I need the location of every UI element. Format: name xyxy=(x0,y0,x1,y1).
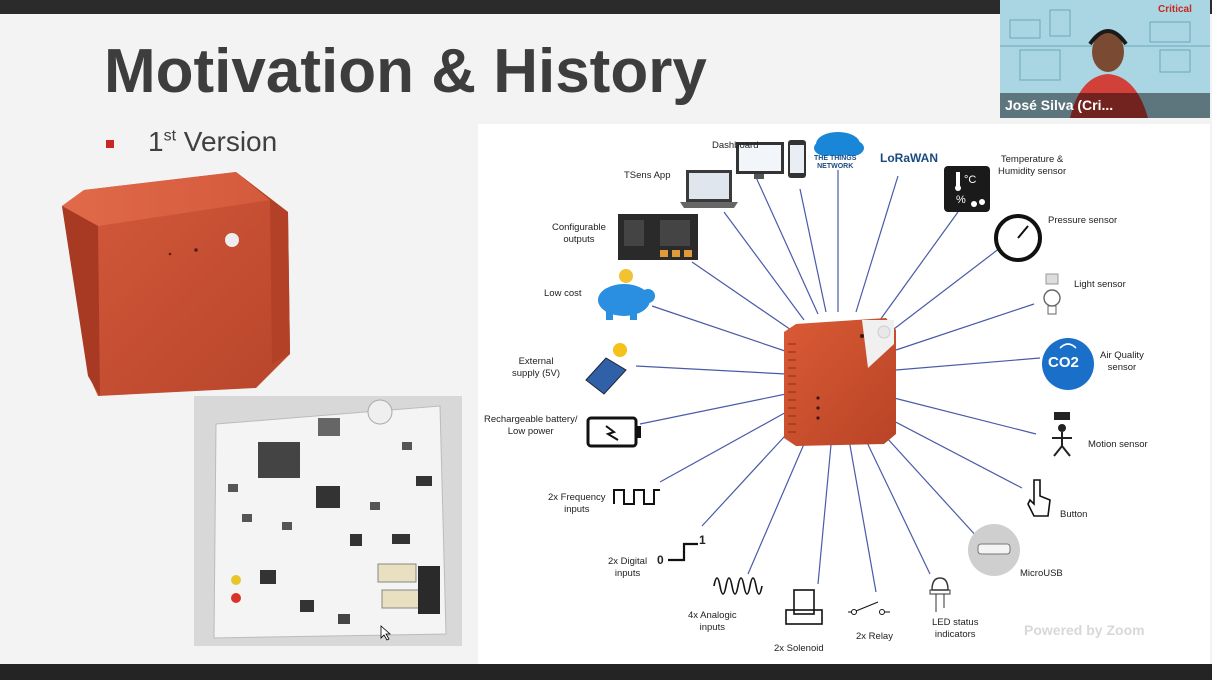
pcb-photo xyxy=(194,396,462,646)
label-external-line2: supply (5V) xyxy=(512,368,561,379)
digital-step-icon xyxy=(668,542,698,562)
label-digital-zero: 0 xyxy=(657,553,664,567)
solenoid-valve-icon xyxy=(785,589,823,625)
label-solenoid: 2x Solenoid xyxy=(774,643,824,654)
led-icon xyxy=(929,577,951,612)
label-the-things-line2: NETWORK xyxy=(817,163,854,170)
bullet-superscript: st xyxy=(163,127,177,145)
participant-name: José Silva (Cri... xyxy=(1005,97,1114,113)
dashboard-icon xyxy=(736,140,806,179)
label-temp-line2: Humidity sensor xyxy=(998,166,1067,177)
bullet-first-version: 1st Version xyxy=(148,126,277,158)
participant-video-tile[interactable] xyxy=(1000,0,1210,118)
relay-switch-icon xyxy=(848,601,890,615)
cloud-icon xyxy=(814,132,864,156)
configurable-outputs-icon xyxy=(618,214,698,260)
label-temperature-humidity: Temperature &Humidity sensor xyxy=(998,154,1066,178)
label-digital-one: 1 xyxy=(699,533,706,547)
light-bulb-icon xyxy=(1043,273,1061,315)
label-rechargeable-battery: Rechargeable battery/Low power xyxy=(484,414,577,438)
button-press-icon xyxy=(1027,479,1051,517)
label-led-line1: LED status xyxy=(932,617,979,628)
solar-panel-icon xyxy=(585,343,627,395)
label-tsens-app: TSens App xyxy=(624,170,671,181)
label-temp-glyph-pct: % xyxy=(956,194,966,206)
label-external-line1: External xyxy=(518,356,554,367)
brand-logo-text: Critical xyxy=(1158,4,1192,15)
label-microusb: MicroUSB xyxy=(1020,568,1063,579)
diagram-spokes xyxy=(635,163,1041,593)
label-co2: CO2 xyxy=(1048,354,1079,371)
battery-icon xyxy=(586,416,641,448)
feature-diagram xyxy=(585,132,1094,625)
bullet-number: 1 xyxy=(148,126,164,157)
label-temp-line1: Temperature & xyxy=(1000,154,1064,165)
label-lorawan: LoRaWAN xyxy=(880,151,938,165)
motion-sensor-icon xyxy=(1052,412,1072,457)
temperature-humidity-icon xyxy=(944,166,990,212)
label-analogic-line1: 4x Analogic xyxy=(688,610,737,621)
label-digital-line2: inputs xyxy=(614,568,641,579)
bullet-label: Version xyxy=(176,126,278,157)
piggy-bank-icon xyxy=(598,269,655,320)
label-configurable-line1: Configurable xyxy=(552,222,606,233)
laptop-icon xyxy=(680,170,738,208)
tsens-device xyxy=(784,318,896,446)
slide-title: Motivation & History xyxy=(104,37,707,106)
label-configurable-line2: outputs xyxy=(563,234,595,245)
label-analogic-line2: inputs xyxy=(699,622,725,633)
label-battery-line2: Low power xyxy=(507,426,554,437)
label-the-things-line1: THE THINGS xyxy=(814,155,857,162)
video-background xyxy=(1000,0,1210,118)
presentation-slide: Motivation & History 1st Version xyxy=(0,14,1212,664)
bullet-marker xyxy=(106,140,114,148)
label-digital-line1: 2x Digital xyxy=(608,556,648,567)
label-led-line2: indicators xyxy=(934,629,976,640)
pressure-gauge-icon xyxy=(994,214,1042,262)
label-button: Button xyxy=(1060,509,1088,520)
frequency-signal-icon xyxy=(613,489,660,505)
label-pressure-sensor: Pressure sensor xyxy=(1048,215,1118,226)
label-temp-glyph-c: °C xyxy=(964,174,977,186)
window-top-bar xyxy=(0,0,1212,14)
label-relay: 2x Relay xyxy=(856,631,893,642)
participant-name-bar: José Silva (Cri... xyxy=(1000,93,1210,118)
label-air-line1: Air Quality xyxy=(1100,350,1144,361)
label-dashboard: Dashboard xyxy=(712,140,759,151)
label-light-sensor: Light sensor xyxy=(1074,279,1126,290)
co2-icon xyxy=(1042,338,1094,390)
microusb-port-icon xyxy=(968,524,1020,576)
slide-artwork xyxy=(62,172,462,646)
label-low-cost: Low cost xyxy=(544,288,582,299)
label-battery-line1: Rechargeable battery/ xyxy=(484,414,578,425)
enclosure-photo xyxy=(62,172,290,396)
window-bottom-bar xyxy=(0,664,1212,680)
label-freq-line1: 2x Frequency xyxy=(548,492,606,503)
label-motion-sensor: Motion sensor xyxy=(1088,439,1148,450)
zoom-watermark: Powered by Zoom xyxy=(1024,622,1145,638)
label-freq-line2: inputs xyxy=(564,504,590,515)
analog-wave-icon xyxy=(713,577,763,595)
label-air-line2: sensor xyxy=(1107,362,1137,373)
